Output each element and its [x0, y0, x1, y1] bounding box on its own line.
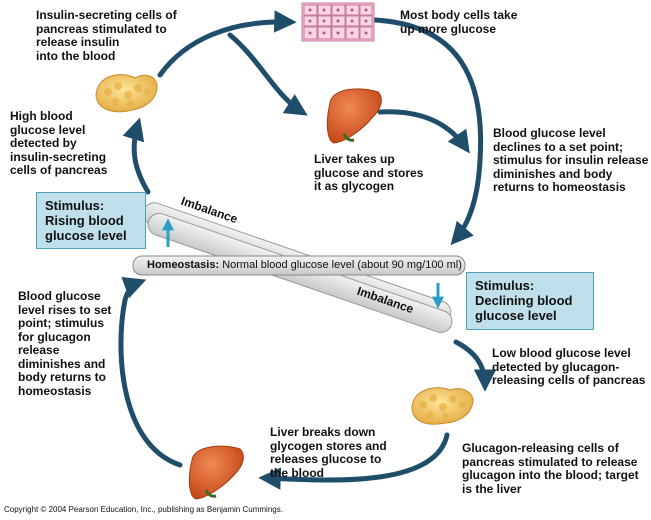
low-glucose-detection-text: Low blood glucose level detected by gluc… [492, 347, 645, 388]
homeostasis-title: Homeostasis: [147, 259, 219, 271]
body-cells-text: Most body cells take up more glucose [400, 9, 517, 36]
pancreas-bottom-image [412, 388, 473, 424]
arrow-body-cells-down [375, 20, 481, 240]
stimulus-declining-box: Stimulus: Declining blood glucose level [466, 272, 594, 330]
arrow-liver-to-right [380, 112, 466, 148]
homeostasis-label: Homeostasis: Normal blood glucose level … [147, 259, 462, 271]
glucose-rises-text: Blood glucose level rises to set point; … [18, 290, 111, 398]
high-glucose-detection-text: High blood glucose level detected by ins… [10, 110, 107, 178]
copyright-text: Copyright © 2004 Pearson Education, Inc.… [4, 505, 283, 514]
arrow-bar-to-pancreas-bottom [456, 342, 485, 385]
arrow-to-body-cells [160, 22, 290, 75]
arrow-to-liver-top [230, 35, 302, 112]
liver-bottom-image [189, 446, 243, 499]
liver-top-image [327, 89, 381, 143]
liver-stores-glucose-text: Liver takes up glucose and stores it as … [314, 153, 423, 194]
glucagon-release-text: Glucagon-releasing cells of pancreas sti… [462, 442, 639, 496]
homeostasis-description: Normal blood glucose level (about 90 mg/… [219, 259, 462, 271]
glucose-declines-text: Blood glucose level declines to a set po… [493, 127, 648, 195]
arrow-up-left-upper [134, 124, 148, 192]
stimulus-rising-box: Stimulus: Rising blood glucose level [36, 192, 146, 249]
insulin-release-text: Insulin-secreting cells of pancreas stim… [36, 9, 177, 63]
pancreas-top-image [96, 75, 157, 112]
arrow-liver-up-left [121, 282, 180, 465]
body-cells-image [302, 3, 374, 41]
liver-releases-glucose-text: Liver breaks down glycogen stores and re… [270, 426, 387, 480]
